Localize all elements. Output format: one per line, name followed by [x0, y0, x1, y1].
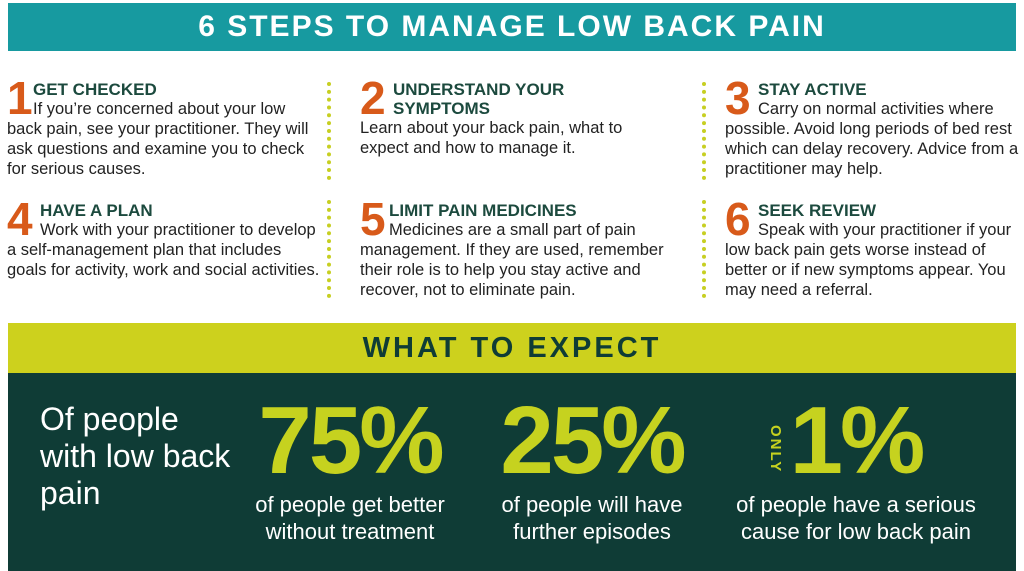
step-number: 1	[7, 72, 33, 124]
stat-1: 1% of people have a serious cause for lo…	[736, 393, 976, 545]
column-divider	[327, 82, 331, 180]
step-number: 6	[725, 193, 751, 245]
step-3: 3 STAY ACTIVE Carry on normal activities…	[725, 75, 1024, 179]
step-body: Medicines are a small part of pain manag…	[360, 221, 664, 299]
step-number: 2	[360, 72, 386, 124]
step-6: 6 SEEK REVIEW Speak with your practition…	[725, 196, 1024, 300]
stat-caption: of people have a serious cause for low b…	[736, 492, 976, 544]
step-number: 3	[725, 72, 751, 124]
step-5: 5 LIMIT PAIN MEDICINES Medicines are a s…	[360, 196, 675, 300]
step-2: 2 UNDERSTAND YOUR SYMPTOMS Learn about y…	[360, 75, 675, 158]
step-title: HAVE A PLAN	[40, 201, 153, 220]
column-divider	[702, 200, 706, 298]
expect-lead-text: Of people with low back pain	[40, 401, 231, 511]
header-banner: 6 STEPS TO MANAGE LOW BACK PAIN	[8, 3, 1016, 51]
stat-value: 1%	[789, 387, 926, 494]
step-body: Work with your practitioner to develop a…	[7, 221, 320, 279]
expect-title: WHAT TO EXPECT	[362, 331, 662, 364]
step-body: Speak with your practitioner if your low…	[725, 221, 1012, 299]
stat-25: 25% of people will have further episodes	[472, 393, 712, 545]
step-title: LIMIT PAIN MEDICINES	[389, 201, 577, 220]
stat-value: 25%	[500, 387, 686, 494]
step-body: If you’re concerned about your low back …	[7, 100, 309, 178]
expect-panel: Of people with low back pain 75% of peop…	[8, 373, 1016, 571]
stat-caption: of people will have further episodes	[501, 492, 683, 544]
step-title: UNDERSTAND YOUR SYMPTOMS	[393, 80, 565, 118]
step-number: 4	[7, 193, 33, 245]
stat-75: 75% of people get better without treatme…	[230, 393, 470, 545]
step-4: 4 HAVE A PLAN Work with your practitione…	[7, 196, 322, 280]
page-title: 6 STEPS TO MANAGE LOW BACK PAIN	[198, 10, 826, 43]
stat-caption: of people get better without treatment	[255, 492, 445, 544]
step-title: GET CHECKED	[33, 80, 157, 99]
column-divider	[327, 200, 331, 298]
step-number: 5	[360, 193, 386, 245]
step-body: Learn about your back pain, what to expe…	[360, 119, 623, 157]
column-divider	[702, 82, 706, 180]
expect-banner: WHAT TO EXPECT	[8, 323, 1016, 373]
stat-value: 75%	[258, 387, 444, 494]
step-title: SEEK REVIEW	[758, 201, 877, 220]
step-body: Carry on normal activities where possibl…	[725, 100, 1019, 178]
step-title: STAY ACTIVE	[758, 80, 867, 99]
step-1: 1 GET CHECKED If you’re concerned about …	[7, 75, 322, 179]
